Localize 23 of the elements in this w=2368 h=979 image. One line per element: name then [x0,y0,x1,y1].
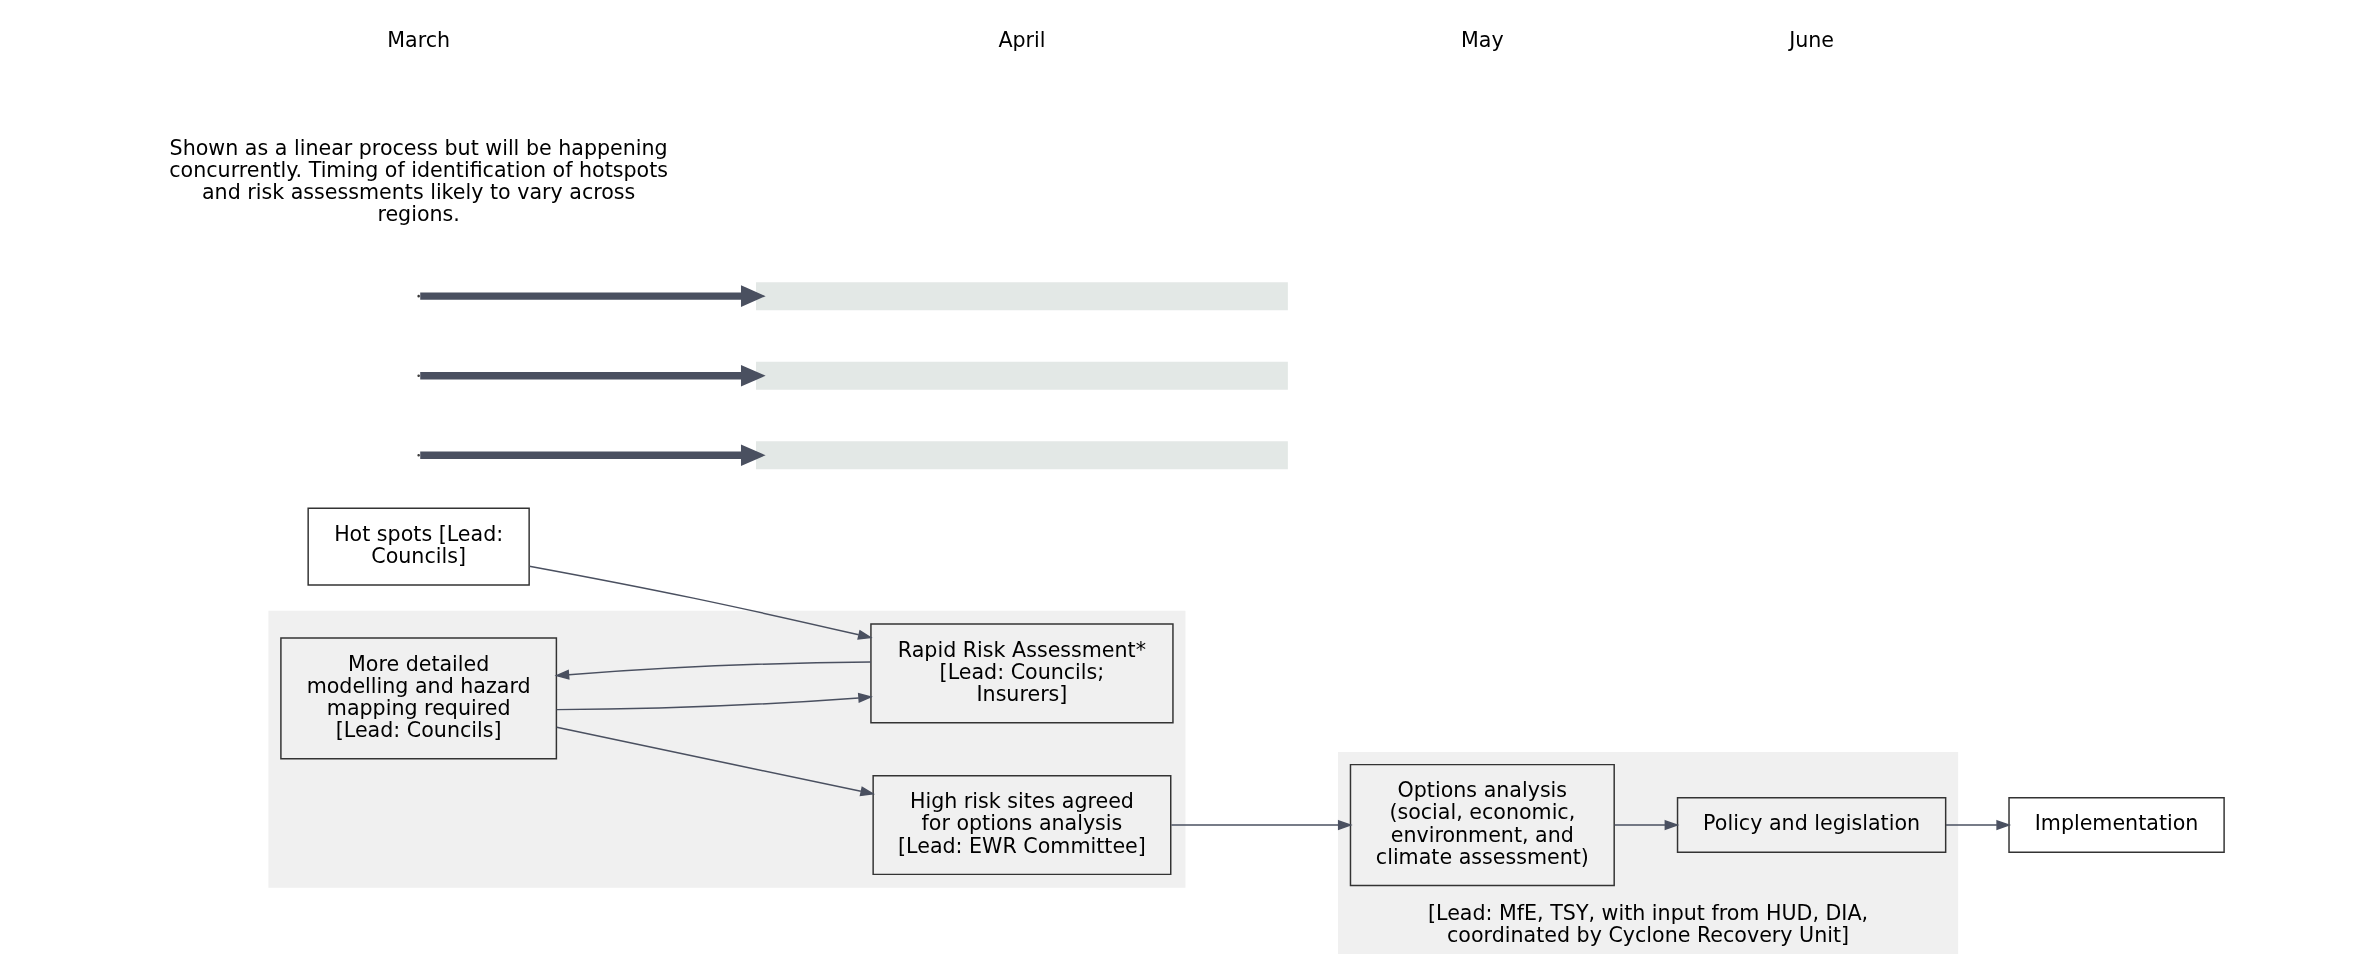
label: June [1789,27,1835,52]
arrow [1170,819,1353,831]
node-bar [756,361,1288,390]
label: May [1461,27,1504,52]
node-box: High risk sites agreed for options analysis [Lead: EWR Committee] [872,774,1172,876]
node-box: Hot spots [Lead: Councils] [307,507,530,586]
node-bar [756,441,1288,470]
arrow [1945,819,2012,831]
label: March [387,27,451,52]
node-box: Options analysis (social, economic, environment, and climate assessment) [1349,763,1615,887]
node-bar [756,282,1288,311]
arrow [554,661,872,680]
label: April [998,27,1046,52]
arrow [528,565,873,640]
arrow [556,726,876,797]
cluster [268,610,1186,888]
arrow [556,692,873,711]
node-box: Policy and legislation [1676,797,1947,854]
node-box: Implementation [2008,797,2225,854]
label: Shown as a linear process but will be happening concurrently. Timing of identification of hotspots and risk assessments likely to vary across regions. [169,136,669,227]
node-box: More detailed modelling and hazard mapping required [Lead: Councils] [280,637,558,760]
node-box: Rapid Risk Assessment* [Lead: Councils; Insurers] [870,623,1174,724]
arrow [1613,819,1680,831]
